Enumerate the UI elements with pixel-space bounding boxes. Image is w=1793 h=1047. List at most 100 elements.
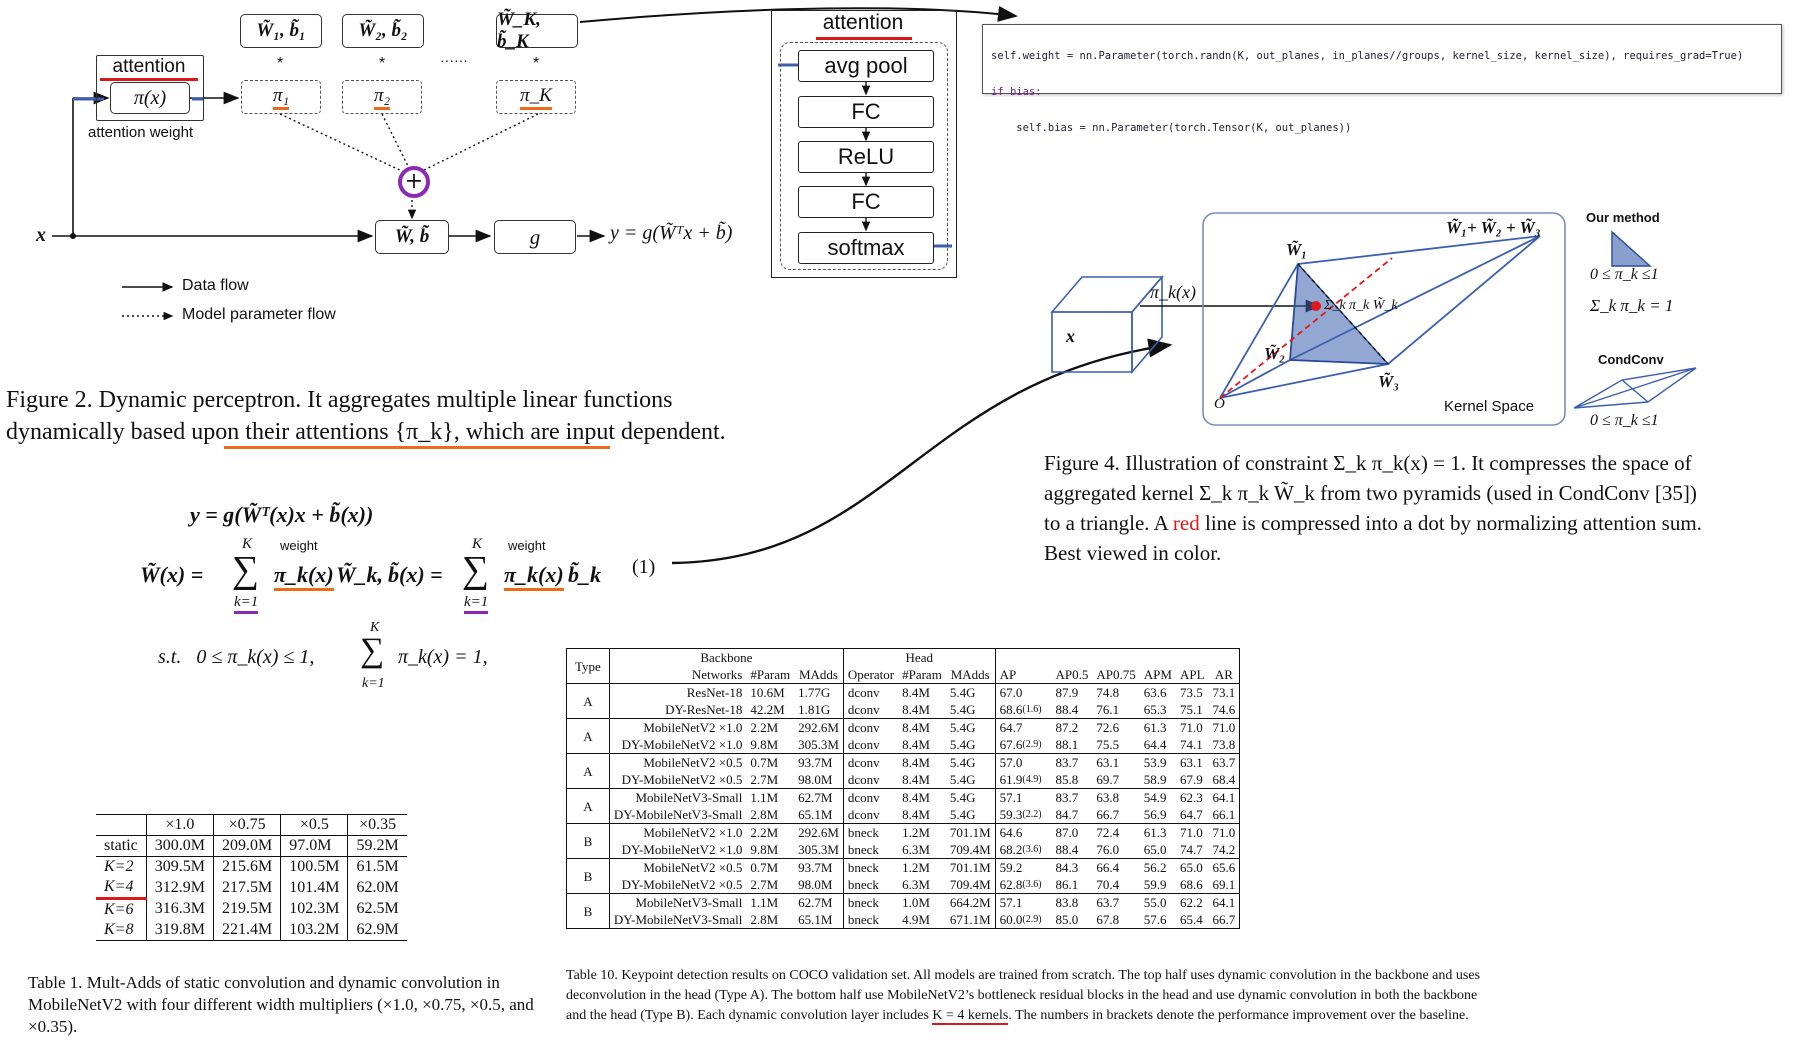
table10-header-ap: AP (999, 667, 1017, 682)
code-line-1: self.weight = nn.Parameter(torch.randn(K… (991, 50, 1744, 62)
fig2-attention-group (96, 55, 204, 121)
eq-sum1-sign: ∑ (232, 549, 260, 591)
table10-header: Networks (691, 667, 743, 682)
table-cell: K=6 (96, 898, 147, 920)
table-cell: 2.2M (750, 720, 779, 735)
table-cell: 84.3 (1055, 860, 1079, 875)
fig4-constraint-1: 0 ≤ π_k ≤1 (1590, 266, 1659, 283)
layer-softmax: softmax (798, 232, 934, 264)
table-cell: ResNet-18 (686, 685, 743, 700)
table-cell: 69.1 (1212, 877, 1236, 892)
table-cell: 101.4M (280, 877, 349, 899)
table-cell: 56.9 (1143, 807, 1167, 822)
table-cell: 6.3M (902, 842, 930, 857)
table10-improvement-cell: (2.2) (1022, 809, 1042, 820)
table-cell: DY-MobileNetV3-Small (613, 912, 743, 927)
table-cell: 64.1 (1212, 790, 1236, 805)
table-cell: 0.7M (750, 755, 779, 770)
equation-line-2: W̃(x) = K ∑ k=1 weight π_k(x) W̃_k, b̃(x… (140, 536, 640, 620)
table-cell: 62.8 (999, 877, 1023, 892)
fig4-sum-top-label: W̃₁+ W̃₂ + W̃₃ (1446, 218, 1541, 237)
table10-type-cell: A (566, 683, 610, 719)
table-cell: bneck (847, 877, 879, 892)
code-line-2: if bias: (991, 86, 1042, 98)
table-cell: 64.7 (1179, 807, 1203, 822)
table-cell: 2.7M (750, 877, 779, 892)
eq-st-sum-sign: ∑ (360, 632, 385, 669)
table-cell: 71.0 (1179, 720, 1203, 735)
table1-header: ×0.5 (280, 814, 349, 836)
table-cell: 209.0M (213, 835, 282, 857)
table-cell: MobileNetV3-Small (635, 895, 743, 910)
table10-header-row: Networks #Param MAdds Operator #Param MA… (566, 666, 1240, 684)
table-cell: 57.0 (999, 755, 1023, 770)
plus-icon: + (404, 169, 424, 194)
table-cell: 56.2 (1143, 860, 1167, 875)
table-cell: 61.9 (999, 772, 1023, 787)
fig4-w3-label: W̃₃ (1378, 372, 1400, 391)
fig2-x-label: x (36, 224, 46, 246)
table-row: K=6 316.3M 219.5M 102.3M 62.5M (96, 898, 407, 920)
table-cell: 98.0M (794, 876, 844, 894)
table-cell: 316.3M (146, 898, 215, 920)
table-cell: 88.4 (1055, 842, 1079, 857)
fig4-caption: Figure 4. Illustration of constraint Σ_k… (1044, 448, 1704, 568)
fig2-pi-x-box: π(x) (110, 82, 190, 114)
table-cell: static (96, 835, 147, 857)
table-cell: 83.7 (1055, 790, 1079, 805)
table-cell: 4.9M (902, 912, 930, 927)
table-cell: 73.5 (1179, 685, 1203, 700)
table-row: K=8 319.8M 221.4M 103.2M 62.9M (96, 920, 407, 941)
table-row: K=2 309.5M 215.6M 100.5M 61.5M (96, 856, 407, 877)
table-cell: 60.0 (999, 912, 1023, 927)
table-cell: MobileNetV2 ×0.5 (643, 755, 743, 770)
table-cell: 2.8M (750, 912, 779, 927)
table-cell: MobileNetV2 ×1.0 (643, 825, 743, 840)
table-cell: 9.8M (750, 737, 779, 752)
table10-type-cell: B (566, 858, 610, 894)
table-cell: 219.5M (213, 898, 282, 920)
table-cell: 5.4G (945, 683, 996, 701)
table-cell: 1.0M (902, 895, 930, 910)
table-cell: K=8 (96, 920, 147, 941)
fig4-caption-red: red (1172, 511, 1200, 535)
table10-header: MAdds (794, 666, 844, 684)
table-cell: DY-MobileNetV2 ×1.0 (621, 842, 743, 857)
table-cell: 0.7M (750, 860, 779, 875)
attention-module-frame (771, 10, 957, 278)
table-cell: 75.1 (1179, 702, 1203, 717)
table-cell: 66.1 (1212, 807, 1236, 822)
table10-wrapper: Type Backbone Head Networks #Param MAdds… (566, 648, 1241, 929)
fig4-origin-label: O (1214, 396, 1225, 412)
table10-improvement-cell: (2.9) (1022, 739, 1042, 750)
eq-weight-tag-2: weight (508, 538, 546, 553)
table-cell: 59.2 (999, 860, 1023, 875)
table-cell: 5.4G (945, 771, 996, 789)
table-cell: 6.3M (902, 877, 930, 892)
table-cell: 1.1M (750, 790, 779, 805)
fig2-caption-text: Figure 2. Dynamic perceptron. It aggrega… (6, 387, 726, 445)
table-cell: 87.0 (1055, 825, 1079, 840)
table-cell: MobileNetV2 ×1.0 (643, 720, 743, 735)
table-cell: dconv (847, 737, 880, 752)
table-cell: 63.8 (1096, 790, 1120, 805)
table10-header: AP0.5 (1055, 667, 1089, 682)
table10-type-cell: B (566, 823, 610, 859)
table-row: K=4 312.9M 217.5M 101.4M 62.0M (96, 877, 407, 900)
table10-improvement-cell (1022, 894, 1051, 912)
table-cell: DY-MobileNetV2 ×0.5 (621, 772, 743, 787)
fig4-pi-label: π_k(x) (1150, 282, 1196, 302)
table-cell: bneck (847, 825, 879, 840)
table10-type-cell: A (566, 788, 610, 824)
fig2-legend-param-flow: Model parameter flow (182, 306, 336, 323)
equation-constraint: s.t. 0 ≤ π_k(x) ≤ 1, K ∑ k=1 π_k(x) = 1, (158, 620, 558, 700)
table-cell: 68.6 (999, 702, 1023, 717)
table10-improvement-cell (1022, 824, 1051, 842)
table-cell: 71.0 (1212, 825, 1236, 840)
table-cell: 68.4 (1212, 772, 1236, 787)
fig4-condconv-label: CondConv (1598, 352, 1664, 367)
fig4-caption-a: Figure 4. Illustration of constraint Σ_k… (1044, 451, 1697, 535)
table-cell: 83.8 (1055, 895, 1079, 910)
